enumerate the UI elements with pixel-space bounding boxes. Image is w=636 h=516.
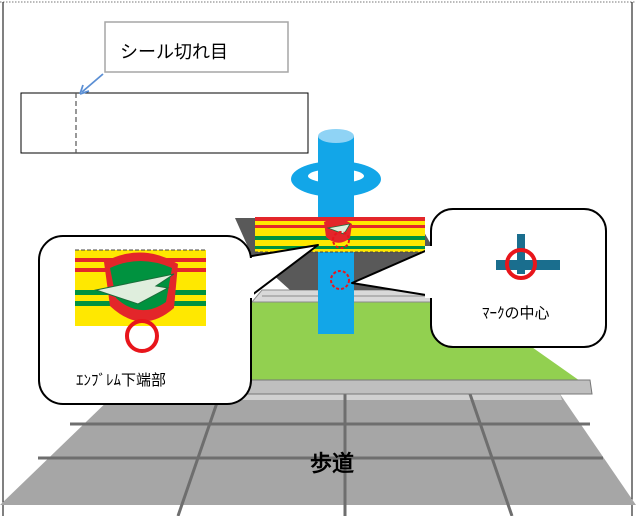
mark-center-callout	[351, 208, 607, 348]
seal-cut-line-label: シール切れ目	[120, 42, 228, 63]
emblem-bottom-label: ｴﾝﾌﾞﾚﾑ下端部	[76, 371, 167, 389]
seal-cut-line-figure	[20, 21, 309, 154]
mark-center-label: ﾏｰｸの中心	[482, 304, 550, 322]
emblem-bottom-callout	[38, 235, 319, 405]
sidewalk-label: 歩道	[310, 452, 355, 477]
emblem-sticker-band	[255, 217, 425, 290]
